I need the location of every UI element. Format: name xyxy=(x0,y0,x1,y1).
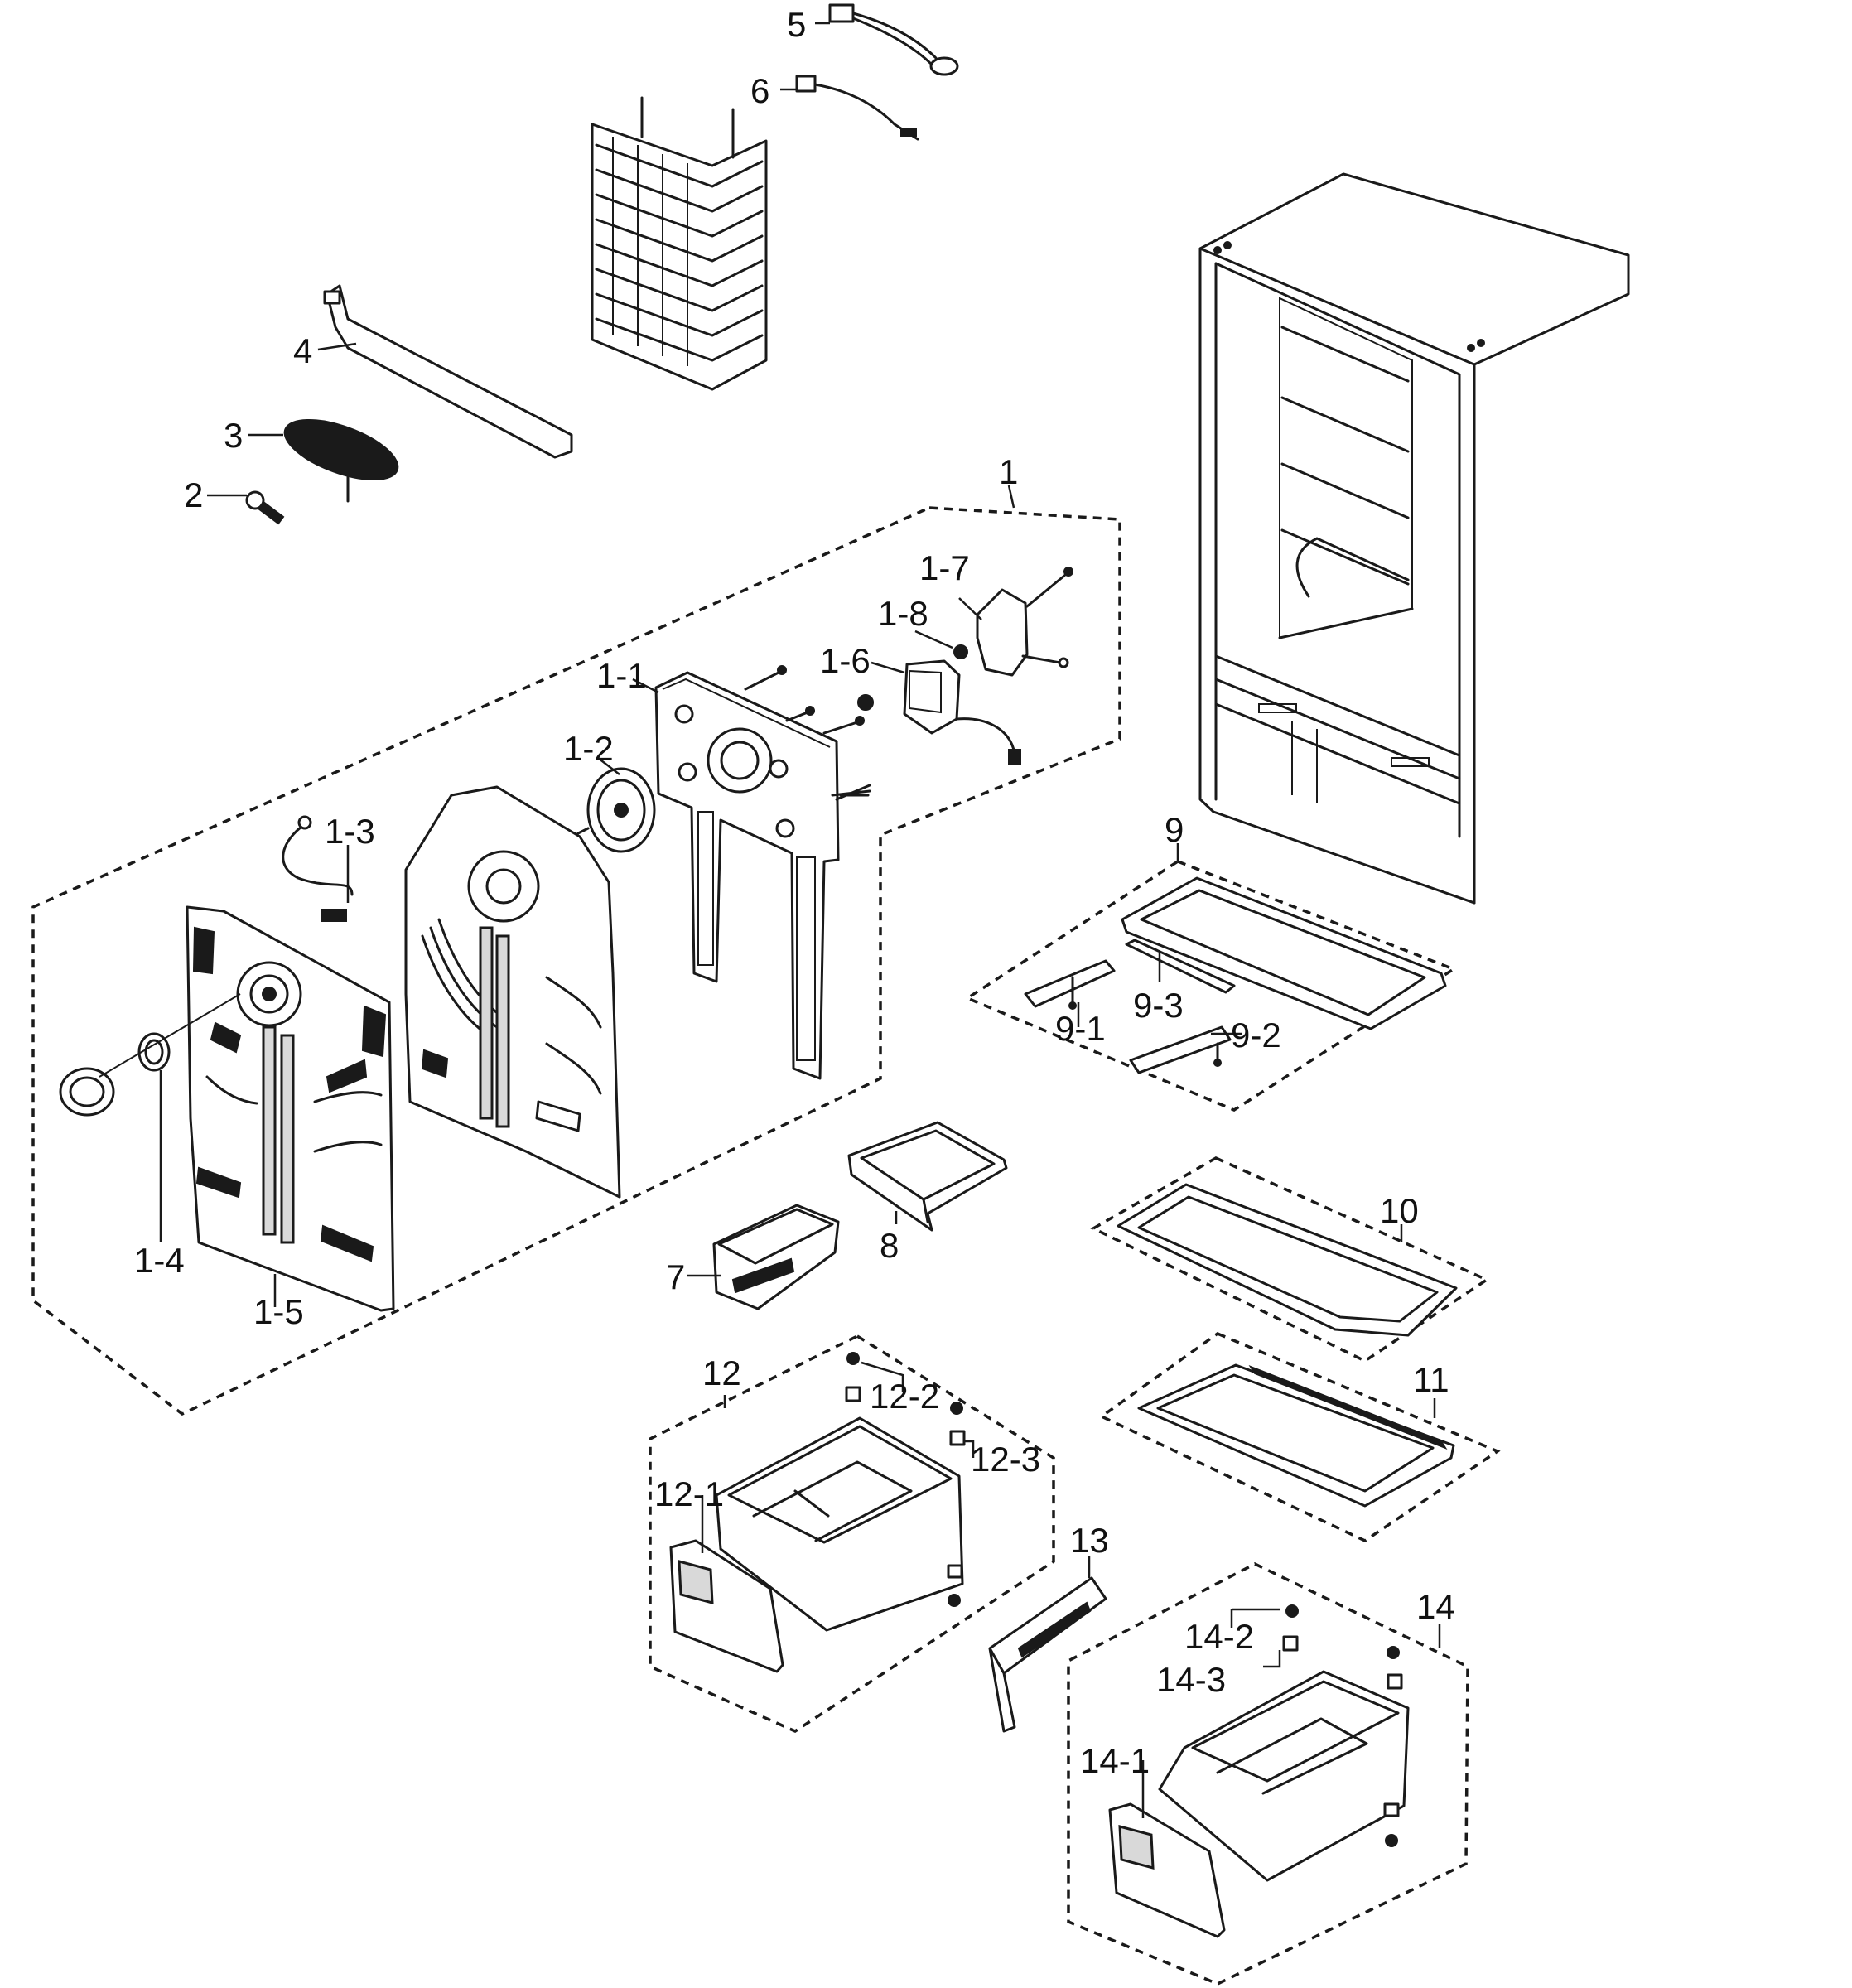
evaporator-coil xyxy=(591,96,768,391)
label-6: 6 xyxy=(750,71,769,110)
part-1-3-harness[interactable] xyxy=(282,815,354,922)
part-14-1-drawer-front[interactable] xyxy=(1108,1802,1226,1938)
label-8: 8 xyxy=(880,1226,899,1265)
label-9-1: 9-1 xyxy=(1055,1009,1106,1048)
label-14: 14 xyxy=(1416,1587,1455,1626)
part-1-5-fan-cover[interactable] xyxy=(186,905,395,1312)
label-1-5: 1-5 xyxy=(253,1292,304,1331)
assembly-9-outline xyxy=(964,860,1457,1112)
label-1-6: 1-6 xyxy=(820,641,871,680)
part-9-shelf[interactable] xyxy=(1121,876,1447,1030)
part-3-heater[interactable] xyxy=(277,408,405,503)
label-4: 4 xyxy=(293,331,312,370)
part-1-4-ring[interactable] xyxy=(137,1032,171,1072)
assembly-11-outline xyxy=(1098,1332,1501,1543)
part-9-3-shelf-trim[interactable] xyxy=(1125,939,1236,994)
label-14-2: 14-2 xyxy=(1184,1617,1254,1656)
label-1-1: 1-1 xyxy=(596,656,647,695)
label-1-3: 1-3 xyxy=(325,812,375,851)
label-1-4: 1-4 xyxy=(134,1241,185,1280)
part-6-sensor[interactable] xyxy=(795,75,919,141)
label-13: 13 xyxy=(1070,1521,1109,1560)
part-13-divider[interactable] xyxy=(988,1576,1107,1733)
label-1-2: 1-2 xyxy=(563,729,614,768)
label-11: 11 xyxy=(1413,1360,1449,1399)
label-12-2: 12-2 xyxy=(870,1377,939,1416)
label-5: 5 xyxy=(787,5,806,44)
assembly-10-outline xyxy=(1090,1156,1490,1363)
part-7-bin[interactable] xyxy=(712,1204,840,1310)
assembly-1-outline xyxy=(31,506,1121,1416)
part-4-drain-duct[interactable] xyxy=(323,284,573,459)
part-12-3-clip[interactable] xyxy=(947,1402,966,1607)
part-9-1-rail-left[interactable] xyxy=(1024,959,1116,1010)
label-12: 12 xyxy=(702,1353,741,1392)
part-12-2-clip[interactable] xyxy=(845,1352,861,1402)
part-14-crisper-drawer[interactable] xyxy=(1158,1670,1410,1882)
part-1-7-bracket[interactable] xyxy=(976,567,1073,677)
label-9-3: 9-3 xyxy=(1133,986,1184,1025)
label-1: 1 xyxy=(999,452,1018,491)
label-10: 10 xyxy=(1380,1191,1419,1230)
part-5-sensor[interactable] xyxy=(828,3,959,76)
part-14-3-clip[interactable] xyxy=(1383,1673,1403,1847)
refrigerator-cabinet xyxy=(1198,172,1630,905)
part-1-2-fan[interactable] xyxy=(568,767,656,853)
label-12-1: 12-1 xyxy=(654,1474,724,1513)
part-9-2-rail-right[interactable] xyxy=(1129,1025,1232,1074)
label-7: 7 xyxy=(666,1257,685,1296)
part-2-lamp[interactable] xyxy=(245,490,285,525)
part-10-shelf[interactable] xyxy=(1117,1183,1458,1337)
part-1-1-fan-bracket[interactable] xyxy=(654,665,871,1080)
label-2: 2 xyxy=(184,475,203,514)
assembly-12-outline xyxy=(649,1334,1055,1733)
part-12-1-drawer-front[interactable] xyxy=(669,1539,784,1673)
label-14-3: 14-3 xyxy=(1156,1660,1226,1699)
label-3: 3 xyxy=(224,416,243,455)
part-14-2-clip[interactable] xyxy=(1282,1604,1400,1659)
label-1-8: 1-8 xyxy=(878,594,928,633)
label-9: 9 xyxy=(1165,810,1184,849)
fan-shroud xyxy=(404,785,621,1199)
part-12-crisper-drawer[interactable] xyxy=(715,1416,964,1632)
label-12-3: 12-3 xyxy=(971,1440,1040,1479)
part-8-tray[interactable] xyxy=(847,1121,1008,1232)
label-1-7: 1-7 xyxy=(919,548,970,587)
cap xyxy=(59,1067,115,1117)
label-9-2: 9-2 xyxy=(1231,1016,1281,1054)
part-11-shelf[interactable] xyxy=(1137,1363,1455,1508)
part-1-8-grommet[interactable] xyxy=(953,644,968,659)
label-14-1: 14-1 xyxy=(1080,1741,1150,1780)
part-1-6-motor[interactable] xyxy=(857,659,1021,765)
